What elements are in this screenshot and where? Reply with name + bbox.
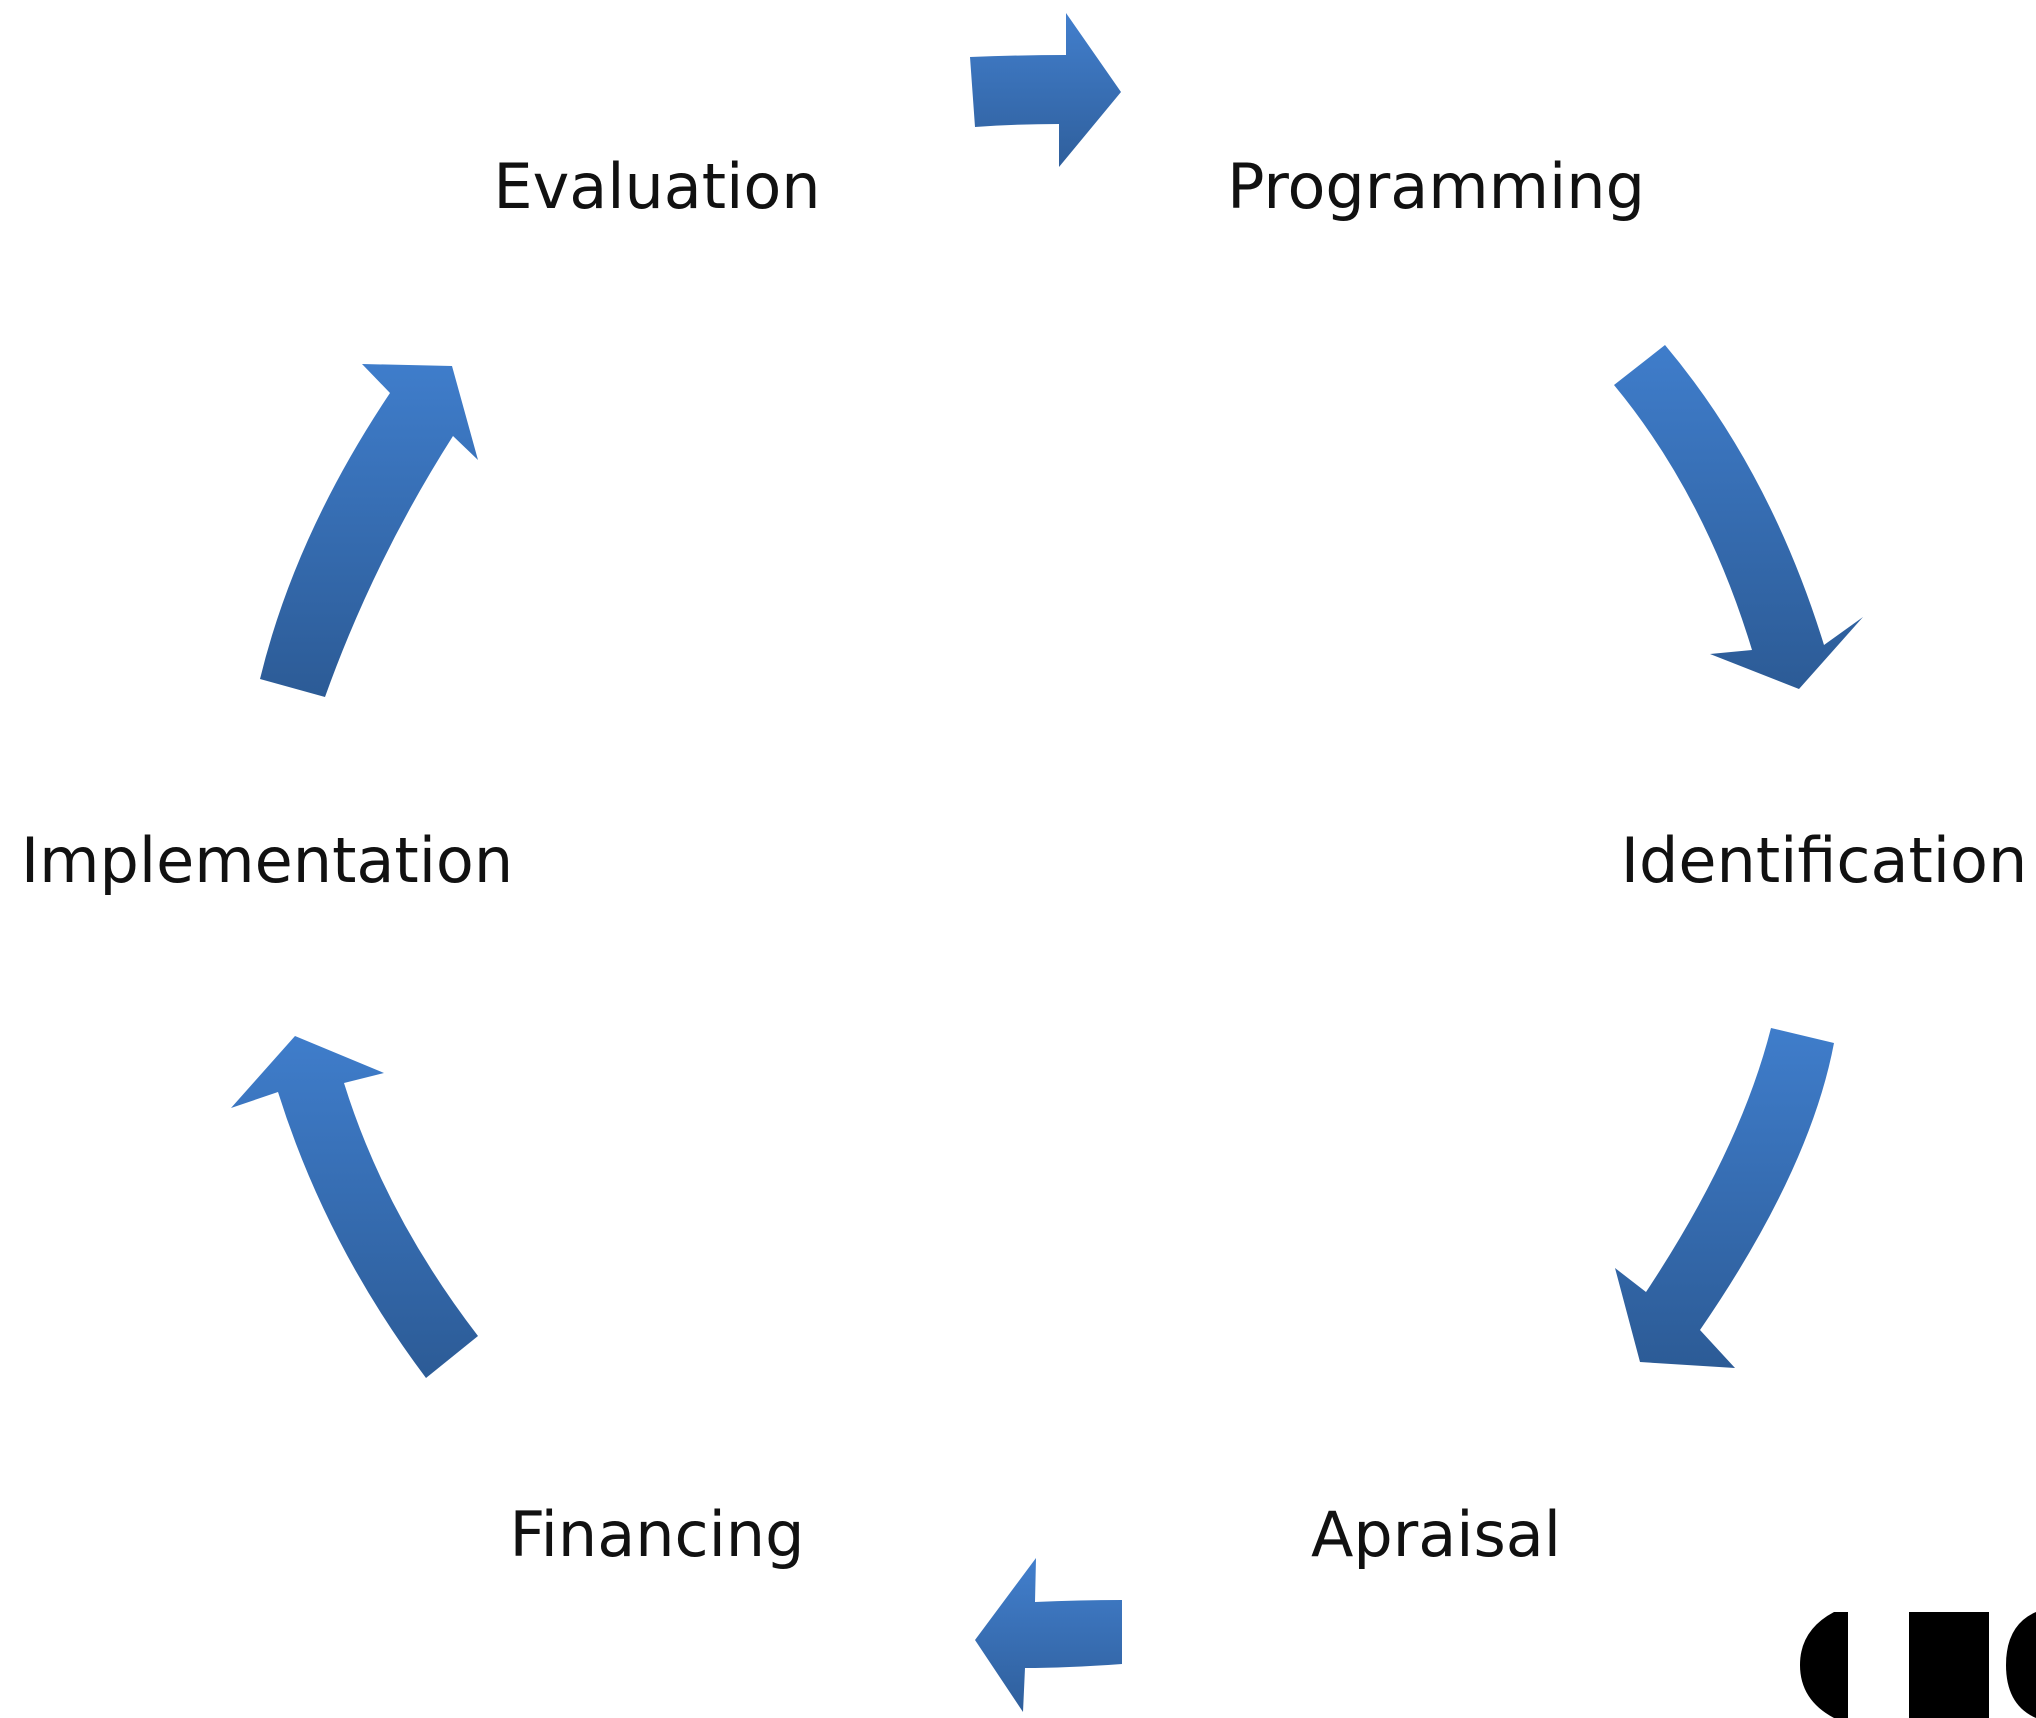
logo-icon [1800, 1612, 2036, 1718]
arrow-identification-to-apraisal [1615, 1028, 1834, 1368]
arrow-financing-to-implementation [231, 1036, 478, 1378]
stage-label-financing: Financing [509, 1498, 805, 1571]
arrow-apraisal-to-financing [975, 1558, 1122, 1712]
arrow-evaluation-to-programming [970, 13, 1121, 167]
stage-label-programming: Programming [1227, 150, 1645, 223]
stage-label-evaluation: Evaluation [493, 150, 821, 223]
arrow-implementation-to-evaluation [260, 364, 478, 697]
arrow-programming-to-identification [1614, 345, 1863, 689]
stage-label-identification: Identification [1620, 824, 2028, 897]
stage-label-apraisal: Apraisal [1311, 1498, 1561, 1571]
stage-label-implementation: Implementation [20, 824, 514, 897]
